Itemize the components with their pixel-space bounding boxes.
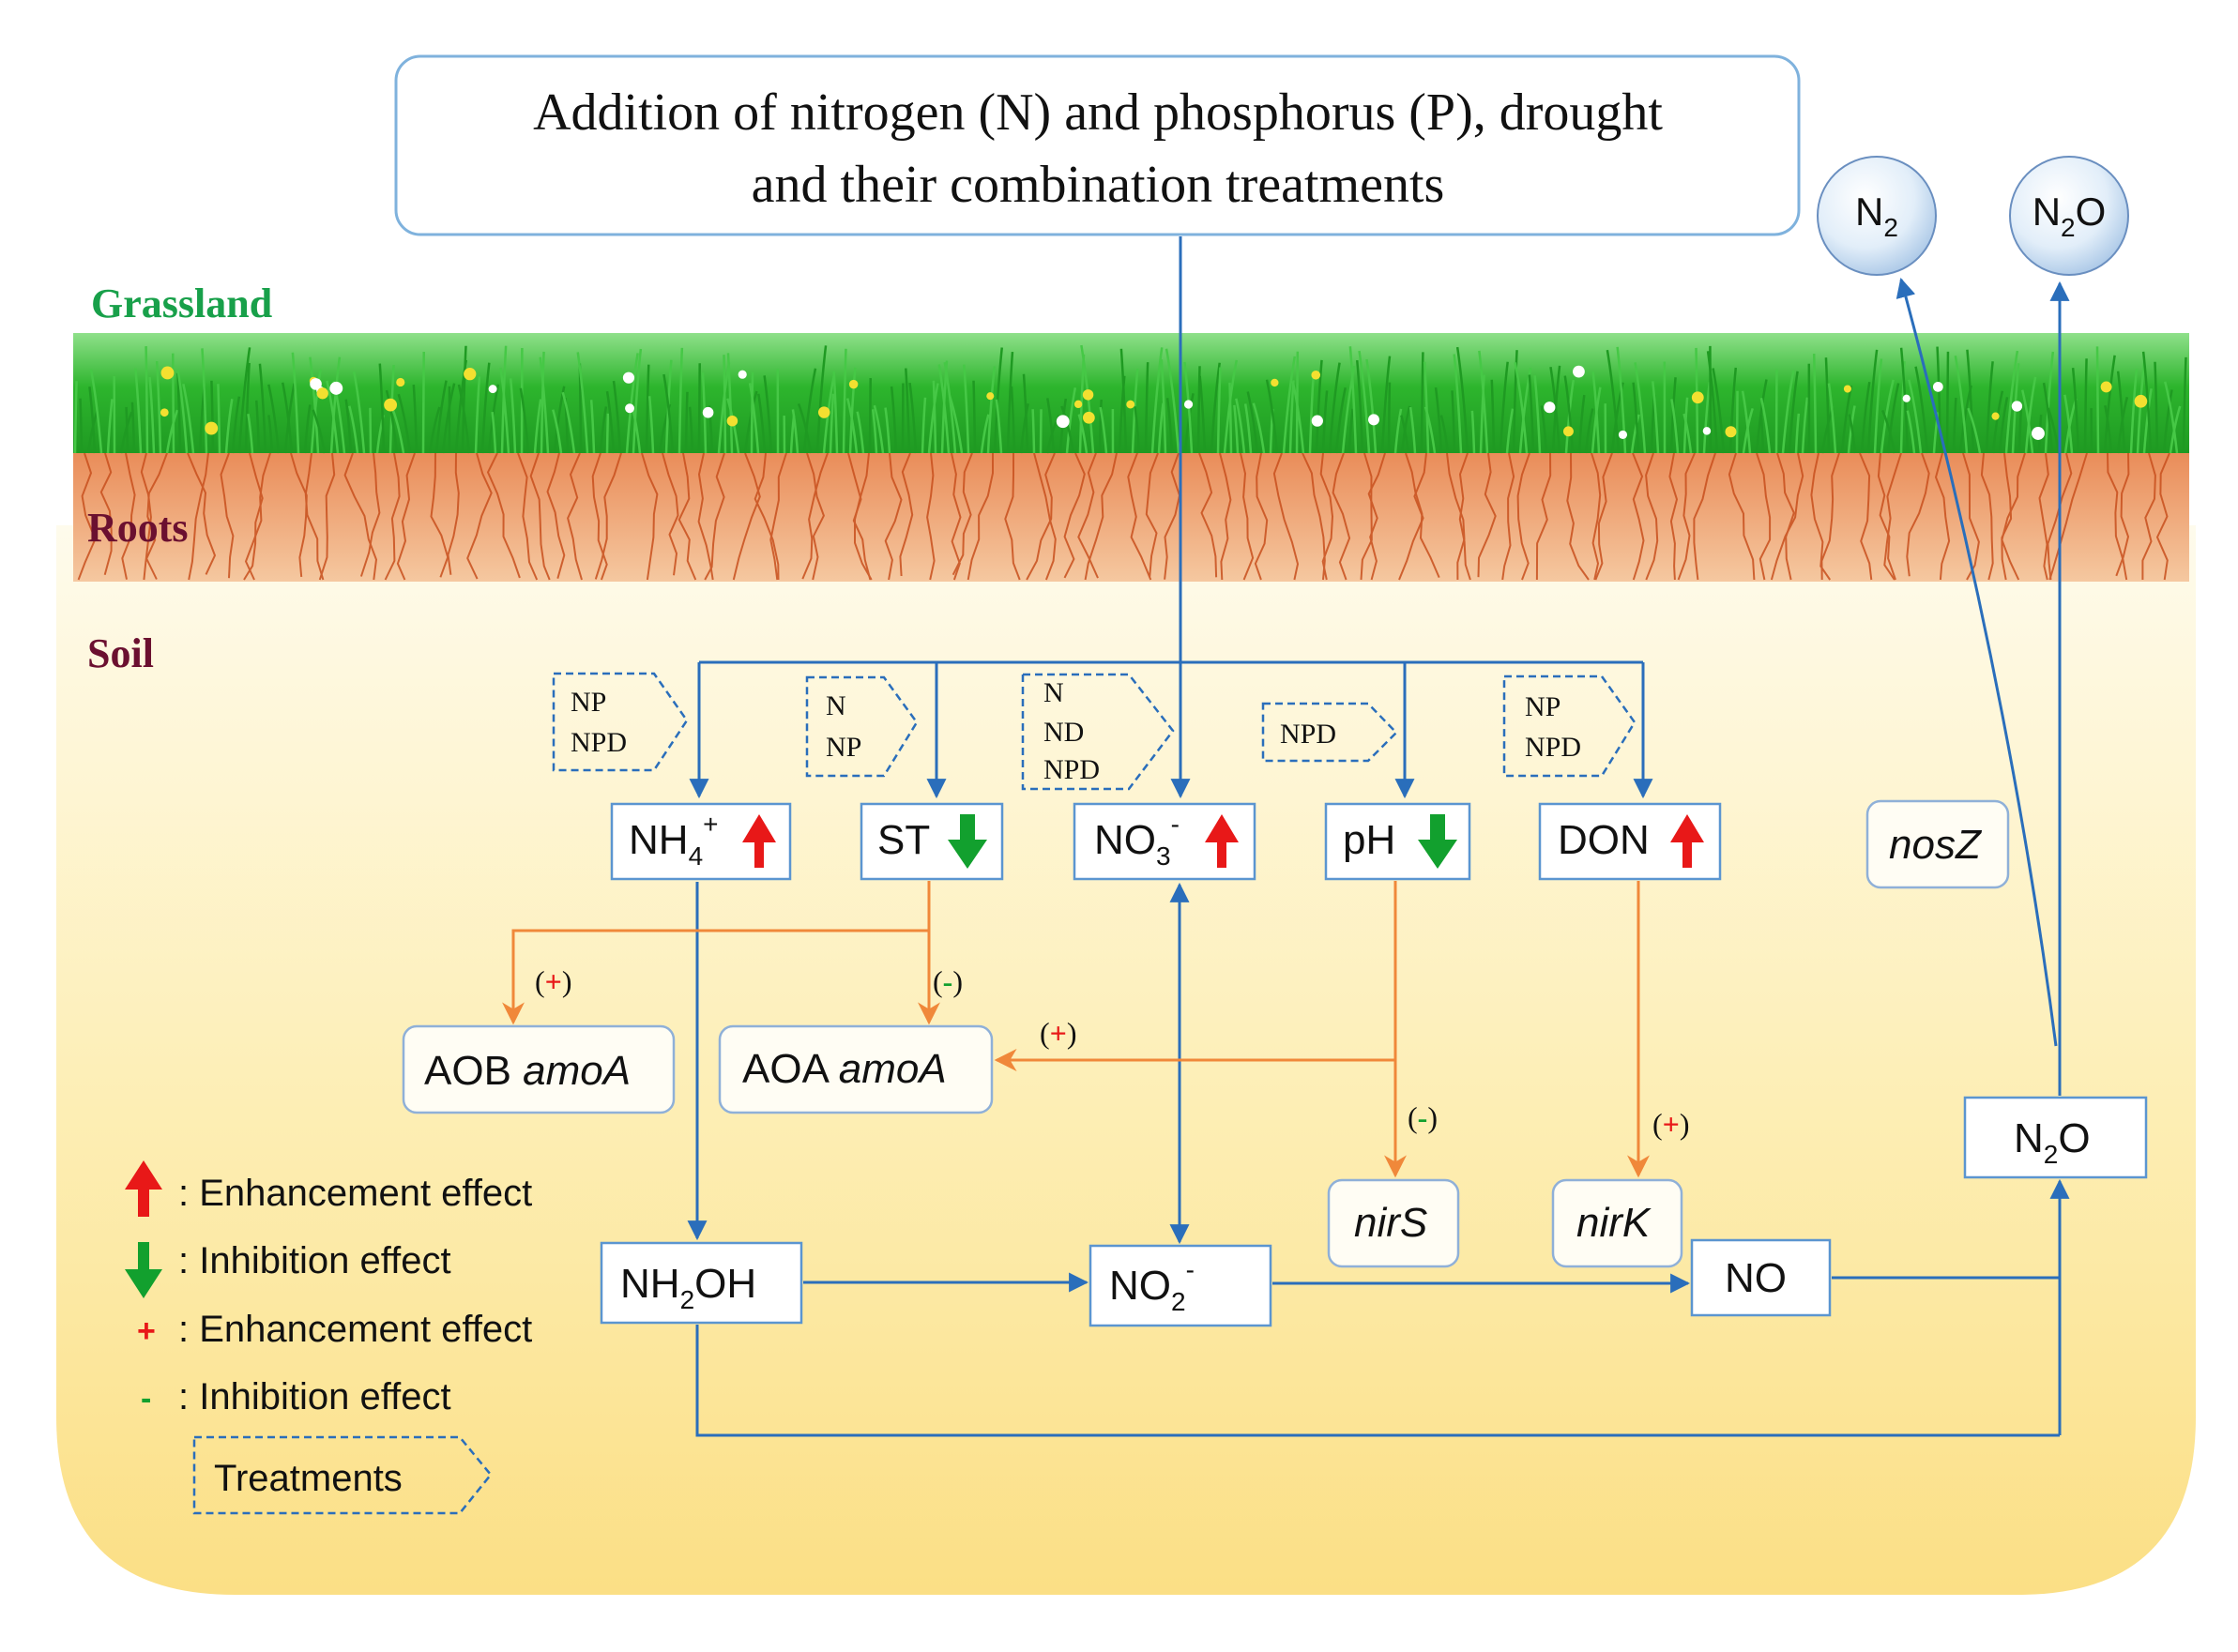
svg-text:NPD: NPD: [571, 727, 627, 758]
svg-text:NO3-: NO3-: [1094, 810, 1180, 871]
svg-text:N2: N2: [1855, 189, 1898, 242]
gene-nosz: nosZ: [1865, 799, 2010, 889]
legend: : Enhancement effect : Inhibition effect…: [125, 1160, 532, 1515]
legend-plus-label: : Enhancement effect: [178, 1309, 532, 1350]
title-line-1: Addition of nitrogen (N) and phosphorus …: [533, 83, 1663, 142]
legend-up-label: : Enhancement effect: [178, 1173, 532, 1214]
svg-text:pH: pH: [1343, 817, 1395, 863]
svg-text:N: N: [826, 690, 846, 721]
legend-plus-sign: +: [137, 1313, 156, 1349]
svg-text:NPD: NPD: [1525, 732, 1581, 763]
treatment-tag-st: N NP: [805, 675, 919, 778]
factor-no3: NO3-: [1073, 802, 1256, 881]
pathway-arrows: [687, 277, 2070, 1437]
svg-text:nosZ: nosZ: [1889, 822, 1983, 868]
svg-text:NH4+: NH4+: [629, 810, 719, 871]
svg-text:AOA amoA: AOA amoA: [742, 1046, 947, 1092]
treatment-tag-icon: [192, 1435, 493, 1515]
legend-minus-sign: -: [141, 1381, 151, 1417]
factor-nh4: NH4+: [610, 802, 792, 881]
svg-text:ST: ST: [877, 817, 930, 863]
legend-minus-label: : Inhibition effect: [178, 1376, 451, 1417]
compound-nh2oh: NH2OH: [600, 1241, 803, 1325]
svg-text:N2O: N2O: [2014, 1115, 2091, 1169]
svg-text:NO2-: NO2-: [1109, 1255, 1195, 1316]
n2o-gas-bubble: N2O: [2009, 156, 2129, 276]
factor-st: ST: [860, 802, 1004, 881]
effect-arrows: [502, 881, 1650, 1178]
treatment-tag-don: NP NPD: [1502, 674, 1637, 778]
effect-label-nirs: (-): [1408, 1100, 1438, 1134]
soil-label: Soil: [87, 630, 154, 676]
gene-nirk: nirK: [1551, 1178, 1683, 1268]
compound-no2: NO2-: [1089, 1244, 1272, 1327]
svg-text:nirS: nirS: [1354, 1200, 1427, 1246]
factor-ph: pH: [1324, 802, 1471, 881]
gene-aob-amoa: AOB amoA: [402, 1024, 676, 1114]
legend-down-label: : Inhibition effect: [178, 1240, 451, 1281]
gene-aoa-amoa: AOA amoA: [718, 1024, 994, 1114]
grassland-label: Grassland: [91, 280, 272, 326]
treatment-tag-no3: N ND NPD: [1021, 673, 1175, 791]
svg-text:nirK: nirK: [1576, 1200, 1652, 1246]
roots-band: [73, 446, 2189, 582]
compound-n2o: N2O: [1963, 1096, 2148, 1179]
svg-text:NP: NP: [1525, 691, 1561, 722]
enhancement-arrow-icon: [1205, 814, 1239, 868]
svg-text:ND: ND: [1043, 717, 1084, 748]
svg-text:NO: NO: [1725, 1255, 1787, 1301]
n2-gas-bubble: N2: [1817, 156, 1937, 276]
svg-text:N: N: [1043, 677, 1064, 708]
title-line-2: and their combination treatments: [752, 156, 1445, 214]
svg-text:NPD: NPD: [1043, 754, 1100, 785]
enhancement-arrow-icon: [125, 1160, 162, 1217]
treatment-title-box: Addition of nitrogen (N) and phosphorus …: [394, 54, 1801, 236]
gene-nirs: nirS: [1327, 1178, 1460, 1268]
compound-no: NO: [1690, 1238, 1832, 1317]
effect-label-aoa-ph: (+): [1040, 1016, 1077, 1050]
factor-don: DON: [1538, 802, 1722, 881]
svg-text:AOB amoA: AOB amoA: [424, 1048, 631, 1094]
inhibition-arrow-icon: [125, 1242, 162, 1298]
svg-text:DON: DON: [1558, 817, 1650, 863]
effect-label-aob: (+): [535, 964, 572, 998]
grass-band: [73, 333, 2189, 454]
effect-label-aoa-st: (-): [933, 964, 963, 998]
treatment-tag-ph: NPD: [1261, 702, 1398, 763]
svg-text:NH2OH: NH2OH: [620, 1261, 756, 1314]
treatment-tag-nh4: NP NPD: [552, 672, 689, 772]
effect-label-nirk: (+): [1652, 1107, 1690, 1141]
svg-text:NP: NP: [826, 732, 861, 763]
enhancement-arrow-icon: [1670, 814, 1704, 868]
svg-text:N2O: N2O: [2032, 189, 2107, 242]
enhancement-arrow-icon: [742, 814, 776, 868]
legend-treatments-label: Treatments: [214, 1458, 403, 1499]
inhibition-arrow-icon: [1418, 814, 1457, 869]
svg-text:NPD: NPD: [1280, 719, 1336, 750]
svg-text:NP: NP: [571, 687, 606, 718]
inhibition-arrow-icon: [948, 814, 987, 869]
roots-label: Roots: [87, 505, 189, 551]
treatment-connectors: [689, 236, 1653, 799]
